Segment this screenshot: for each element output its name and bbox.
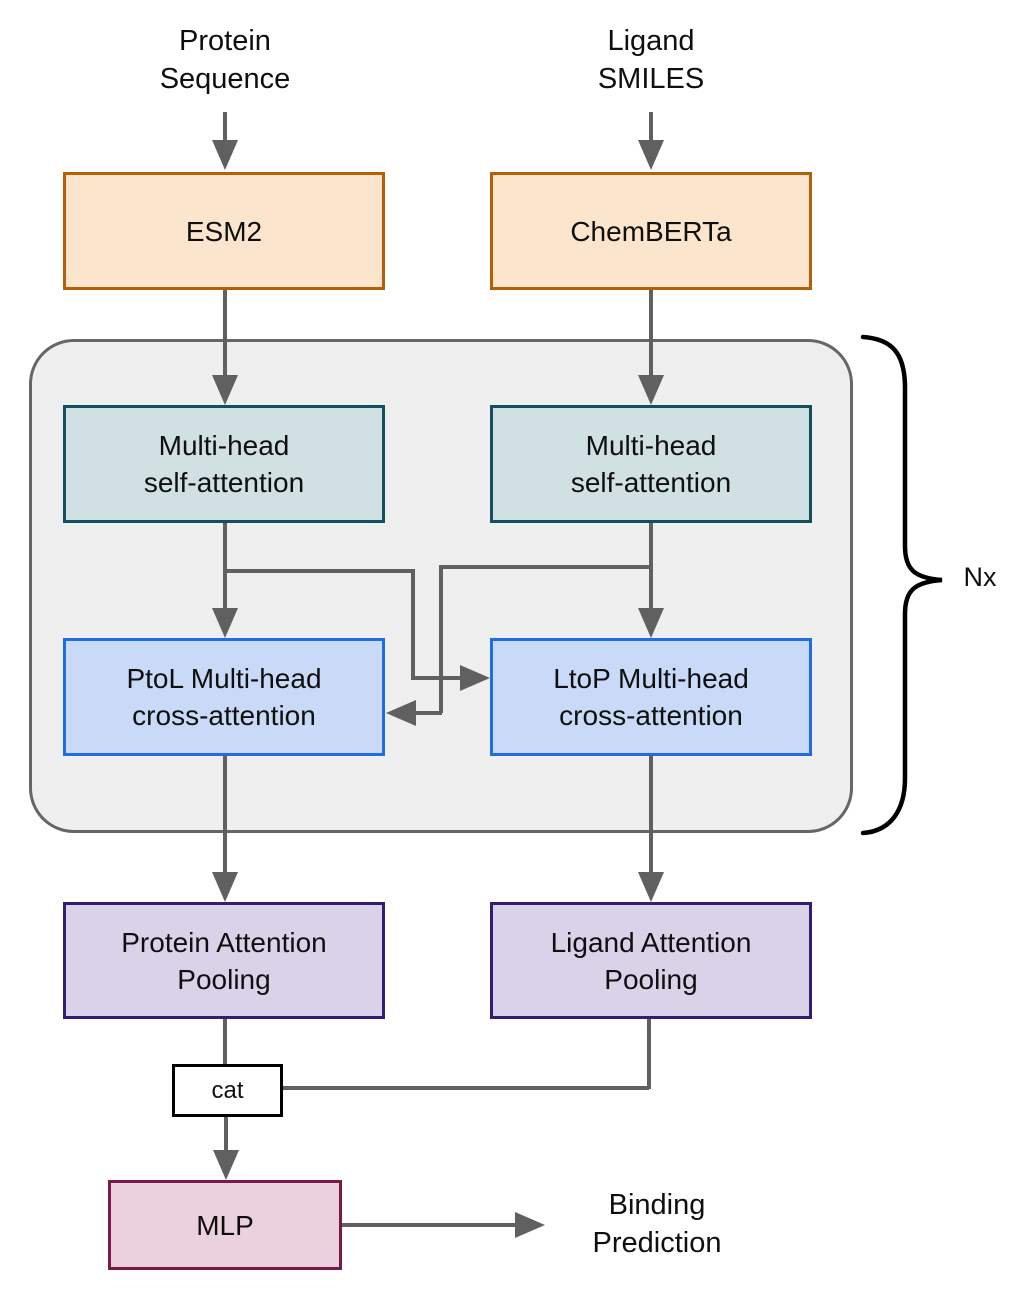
- arrowhead-ptol-to-protein-pooling: [212, 872, 238, 902]
- node-protein-pooling: Protein Attention Pooling: [63, 902, 385, 1019]
- edge-ltop-to-ligand-pooling: [649, 756, 653, 874]
- node-cat: cat: [172, 1064, 283, 1117]
- node-esm2: ESM2: [63, 172, 385, 290]
- edge-protein-crossfeed-vertical: [411, 569, 415, 680]
- node-ptol-cross-attention-label: PtoL Multi-head cross-attention: [126, 663, 322, 731]
- node-ptol-cross-attention: PtoL Multi-head cross-attention: [63, 638, 385, 756]
- edge-mlp-to-output: [342, 1223, 517, 1227]
- arrowhead-ligand-self-attention-to-ltop: [638, 608, 664, 638]
- node-cat-label: cat: [211, 1076, 244, 1104]
- node-protein-self-attention: Multi-head self-attention: [63, 405, 385, 523]
- arrowhead-chemberta-to-ligand-self-attention: [638, 375, 664, 405]
- node-mlp-label: MLP: [196, 1209, 254, 1241]
- arrowhead-cat-to-mlp: [213, 1150, 239, 1180]
- arrowhead-protein-crossfeed-into-ltop: [460, 665, 490, 691]
- node-mlp: MLP: [108, 1180, 342, 1270]
- repeat-count-label: Nx: [963, 562, 997, 592]
- nx-brace: [860, 334, 943, 836]
- arrowhead-protein-input-to-esm2: [212, 140, 238, 170]
- arrowhead-protein-self-attention-to-ptol: [212, 608, 238, 638]
- arrowhead-ltop-to-ligand-pooling: [638, 872, 664, 902]
- edge-ptol-to-protein-pooling: [223, 756, 227, 874]
- node-chemberta: ChemBERTa: [490, 172, 812, 290]
- edge-protein-input-to-esm2: [223, 112, 227, 142]
- node-ltop-cross-attention-label: LtoP Multi-head cross-attention: [553, 663, 749, 731]
- edge-cat-to-mlp: [224, 1117, 228, 1152]
- edge-protein-pooling-to-cat: [223, 1019, 227, 1064]
- edge-esm2-to-protein-self-attention: [223, 290, 227, 376]
- edge-protein-crossfeed-into-ltop: [411, 676, 462, 680]
- node-esm2-label: ESM2: [185, 215, 263, 247]
- node-ltop-cross-attention: LtoP Multi-head cross-attention: [490, 638, 812, 756]
- arrowhead-mlp-to-output: [515, 1212, 545, 1238]
- edge-ligand-pooling-down: [647, 1019, 651, 1089]
- edge-ligand-crossfeed-vertical: [439, 565, 443, 714]
- node-protein-pooling-label: Protein Attention Pooling: [121, 926, 327, 995]
- node-protein-self-attention-label: Multi-head self-attention: [143, 430, 305, 498]
- arrowhead-ligand-input-to-chemberta: [638, 140, 664, 170]
- node-ligand-pooling-label: Ligand Attention Pooling: [550, 926, 752, 995]
- edge-ligand-pooling-to-cat: [283, 1086, 649, 1090]
- node-ligand-pooling: Ligand Attention Pooling: [490, 902, 812, 1019]
- binding-prediction-label: Binding Prediction: [592, 1189, 722, 1259]
- edge-chemberta-to-ligand-self-attention: [649, 290, 653, 376]
- node-ligand-self-attention-label: Multi-head self-attention: [570, 430, 732, 498]
- arrowhead-ligand-crossfeed-into-ptol: [386, 700, 416, 726]
- edge-ligand-input-to-chemberta: [649, 112, 653, 142]
- node-chemberta-label: ChemBERTa: [570, 215, 732, 247]
- edge-protein-crossfeed-horizontal: [223, 569, 413, 573]
- node-ligand-self-attention: Multi-head self-attention: [490, 405, 812, 523]
- edge-ligand-crossfeed-into-ptol: [415, 711, 442, 715]
- protein-input-label: Protein Sequence: [159, 25, 291, 95]
- ligand-input-label: Ligand SMILES: [597, 25, 705, 95]
- arrowhead-esm2-to-protein-self-attention: [212, 375, 238, 405]
- edge-ligand-crossfeed-horizontal: [441, 565, 651, 569]
- edge-protein-self-attention-to-ptol: [223, 523, 227, 609]
